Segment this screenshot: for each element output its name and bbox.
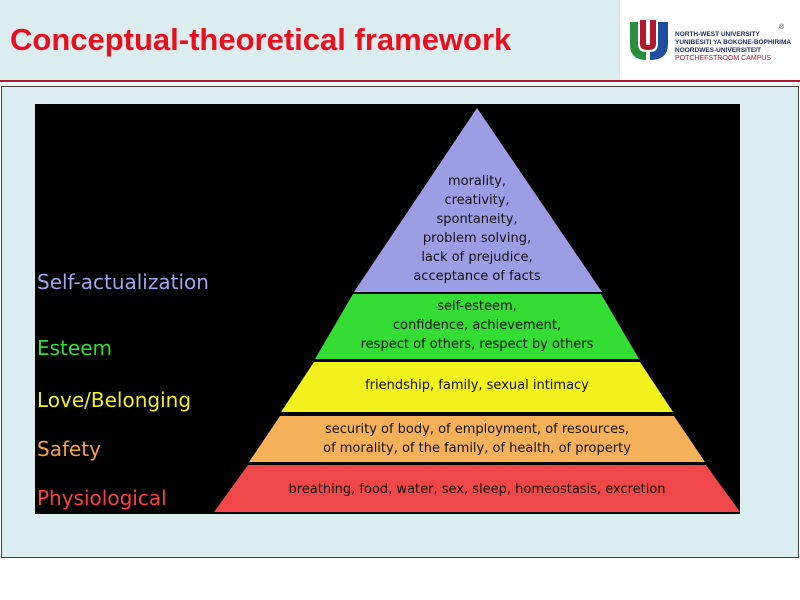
pyramid-graphic xyxy=(214,108,740,512)
logo-campus: POTCHEFSTROOM CAMPUS xyxy=(675,55,772,62)
level-label-physiological: Physiological xyxy=(37,486,167,510)
logo-line: NORTH-WEST UNIVERSITY xyxy=(675,31,760,38)
registered-mark: ® xyxy=(779,24,785,31)
pyramid-tier-physiological xyxy=(214,465,740,512)
logo-line: NOORDWES-UNIVERSITEIT xyxy=(675,47,761,54)
university-logo: NORTH-WEST UNIVERSITY YUNIBESITI YA BOKO… xyxy=(620,0,800,80)
level-description-esteem: self-esteem, confidence, achievement, re… xyxy=(360,299,594,352)
level-description-physiological: breathing, food, water, sex, sleep, home… xyxy=(288,482,666,497)
maslow-pyramid-diagram: Self-actualization Esteem Love/Belonging… xyxy=(35,104,740,514)
logo-text: NORTH-WEST UNIVERSITY YUNIBESITI YA BOKO… xyxy=(675,31,797,63)
slide-title: Conceptual-theoretical framework xyxy=(10,22,512,57)
level-label-love-belonging: Love/Belonging xyxy=(37,388,192,412)
logo-line: YUNIBESITI YA BOKONE-BOPHIRIMA xyxy=(675,39,792,46)
level-description-self-actualization: morality, creativity, spontaneity, probl… xyxy=(413,174,541,284)
university-emblem-icon xyxy=(630,20,668,60)
slide-header: Conceptual-theoretical framework NORTH-W… xyxy=(0,0,800,80)
header-divider xyxy=(0,80,800,82)
level-description-love-belonging: friendship, family, sexual intimacy xyxy=(365,378,589,393)
pyramid-tier-safety xyxy=(249,416,705,462)
level-label-safety: Safety xyxy=(37,437,101,461)
pyramid-tier-love-belonging xyxy=(281,362,673,412)
pyramid-tier-esteem xyxy=(315,294,639,359)
level-description-safety: security of body, of employment, of reso… xyxy=(323,422,631,456)
pyramid-tier-self-actualization xyxy=(354,108,602,292)
level-label-self-actualization: Self-actualization xyxy=(37,270,209,294)
level-label-esteem: Esteem xyxy=(37,336,112,360)
